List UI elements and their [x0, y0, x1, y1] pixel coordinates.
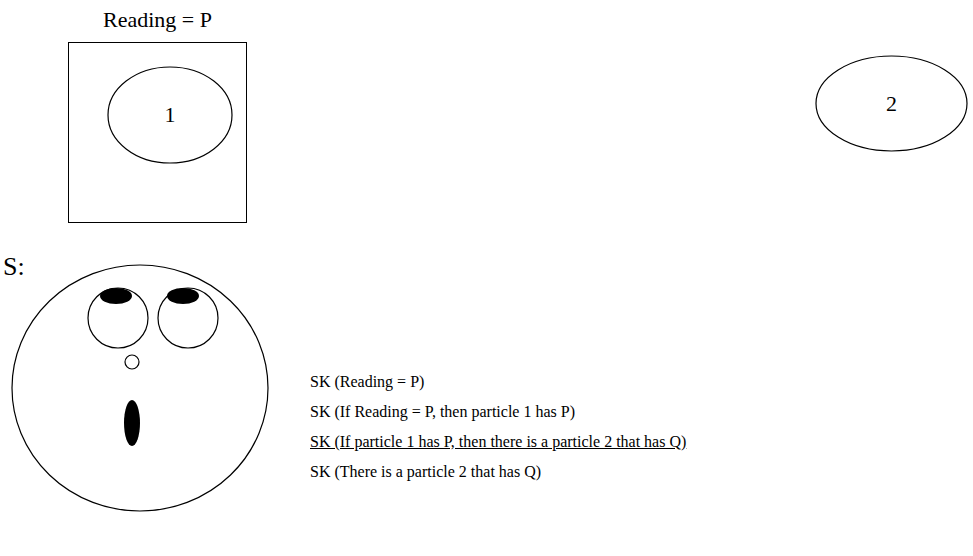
- particle-circle: 2: [815, 55, 968, 152]
- ellipse-outline: [816, 56, 967, 151]
- box-heading: Reading = P: [103, 7, 212, 33]
- knowledge-line: SK (There is a particle 2 that has Q): [310, 463, 541, 481]
- knowledge-line: SK (Reading = P): [310, 373, 424, 391]
- left-eye: [88, 288, 148, 348]
- left-pupil: [100, 288, 132, 304]
- nose: [125, 355, 139, 369]
- right-eye: [158, 288, 218, 348]
- mouth: [124, 400, 140, 446]
- node-number: 2: [886, 91, 897, 117]
- subject-label: S:: [3, 252, 25, 282]
- instrument-box: Reading = P1: [68, 42, 247, 223]
- knowledge-line: SK (If Reading = P, then particle 1 has …: [310, 403, 575, 421]
- particle-circle: 1: [107, 66, 233, 164]
- ellipse-outline: [108, 67, 232, 163]
- right-pupil: [167, 288, 199, 304]
- node-number: 1: [165, 102, 176, 128]
- face-outline: [12, 265, 268, 511]
- knowledge-line: SK (If particle 1 has P, then there is a…: [310, 433, 686, 451]
